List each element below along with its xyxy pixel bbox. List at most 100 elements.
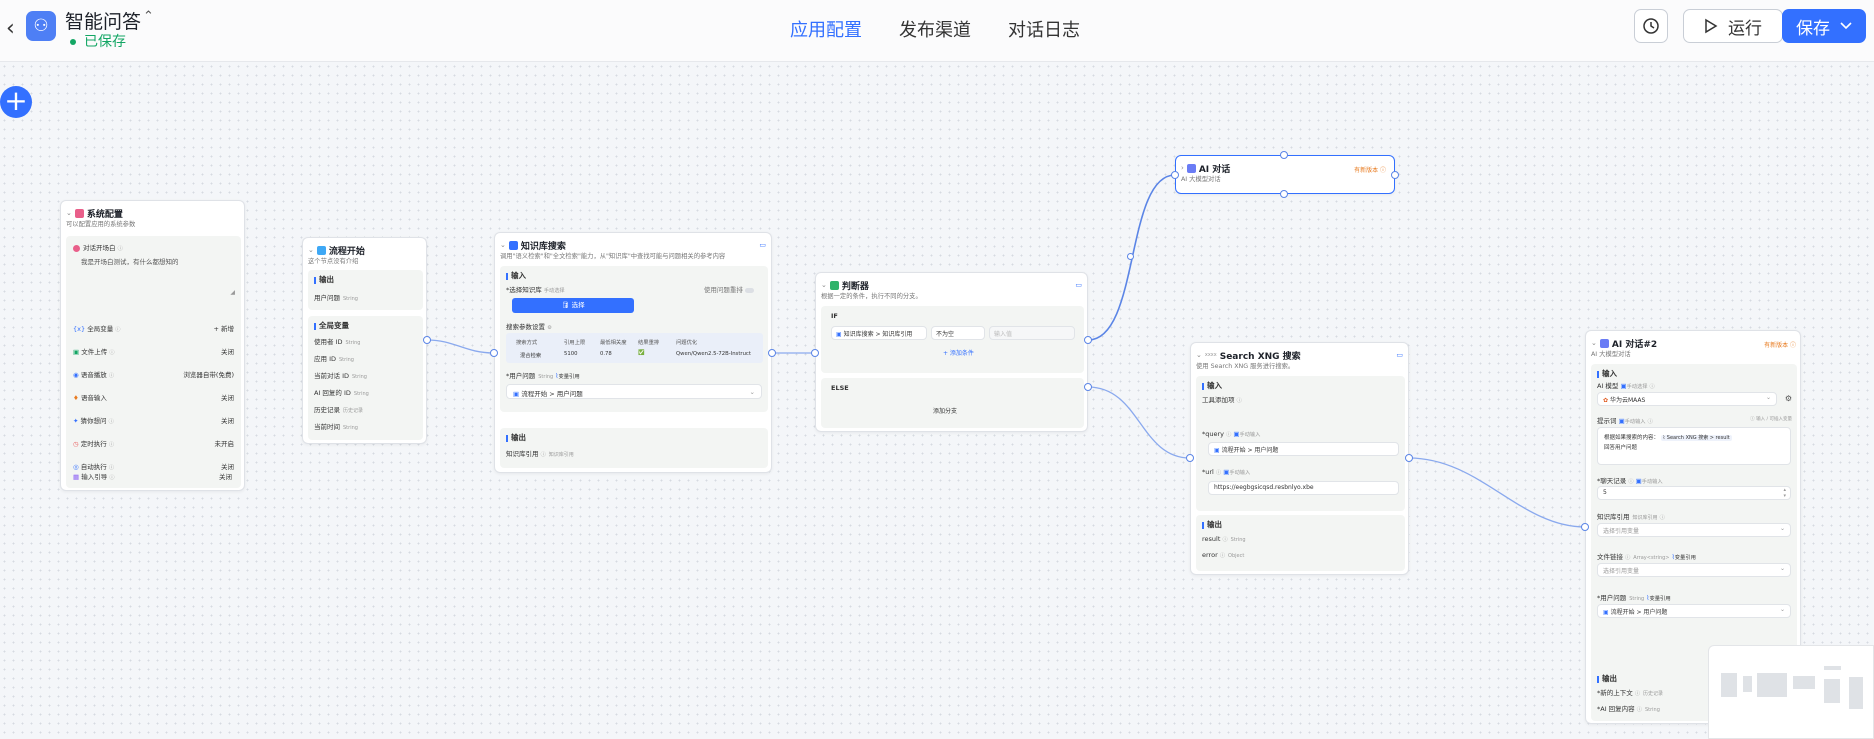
debug-icon[interactable]: ▭ <box>759 241 766 249</box>
chevron-down-icon: ⌄ <box>1779 565 1785 572</box>
port-flow-start-out[interactable] <box>423 336 431 344</box>
field-label: 聊天记录 <box>1600 477 1627 485</box>
tool-config-label: 工具添加项 ⓘ <box>1202 394 1242 404</box>
node-judge[interactable]: ⌄判断器▭ 根据一定的条件，执行不同的分支。 IF ▣ 知识库搜索 > 知识库引… <box>815 272 1088 432</box>
var-ref-tag[interactable]: 变量引用 <box>1674 555 1696 561</box>
node-header: ⌄ 系统配置 <box>66 207 239 220</box>
app-name[interactable]: 智能问答 <box>65 11 142 33</box>
sys-row-file-upload-value[interactable]: 关闭 <box>221 348 234 356</box>
history-button[interactable] <box>1634 9 1668 43</box>
debug-icon[interactable]: ▭ <box>1075 281 1082 289</box>
port-ai-chat-in[interactable] <box>1171 171 1179 179</box>
manual-tag[interactable]: 手动选择 <box>1626 384 1648 390</box>
resize-handle-icon[interactable]: ◢ <box>230 289 235 296</box>
prompt-variable-chip[interactable]: ⌇ Search XNG 搜索 > result <box>1660 435 1732 441</box>
tab-publish-channel[interactable]: 发布渠道 <box>899 20 971 41</box>
add-node-button[interactable]: + <box>0 86 32 118</box>
node-kb-search[interactable]: ⌄知识库搜索▭ 调用"语义检索"和"全文检索"能力，从"知识库"中查找可能与问题… <box>494 232 772 473</box>
manual-tag[interactable]: 手动输入 <box>1641 479 1663 485</box>
port-ai-chat-2-in[interactable] <box>1581 523 1589 531</box>
node-ai-chat[interactable]: ›AI 对话 AI 大模型对话 有新版本 ⓘ <box>1175 155 1395 194</box>
help-icon: ⓘ <box>1215 470 1222 476</box>
url-input[interactable]: https://eegbgsicqsd.resbnlyo.xbe <box>1208 481 1399 495</box>
th-limit: 引用上限 <box>564 340 586 346</box>
collapse-icon[interactable]: ⌄ <box>821 281 827 289</box>
port-ai-chat-top[interactable] <box>1280 151 1288 159</box>
add-condition-button[interactable]: + 添加条件 <box>943 350 974 357</box>
back-icon[interactable]: ‹ <box>6 16 15 41</box>
app-switch-icon[interactable]: ⌃ <box>143 9 154 24</box>
sys-row-voice-play-value[interactable]: 浏览器自带(免费) <box>183 371 234 379</box>
sys-row-auto-value[interactable]: 关闭 <box>221 463 234 471</box>
user-question-select[interactable]: ▣ 流程开始 > 用户问题⌄ <box>1597 604 1791 618</box>
edge-midpoint-handle[interactable] <box>1127 253 1134 260</box>
sys-row-global-var-value[interactable]: + 新增 <box>213 325 234 333</box>
var-ref-tag[interactable]: 变量引用 <box>1649 596 1671 602</box>
sys-row-timer-value[interactable]: 未开启 <box>214 440 235 448</box>
port-judge-if-out[interactable] <box>1084 336 1092 344</box>
collapse-icon[interactable]: ⌄ <box>1196 351 1202 359</box>
node-title: 系统配置 <box>86 209 123 220</box>
model-settings-icon[interactable]: ⚙ <box>1784 394 1792 403</box>
debug-icon[interactable]: ▭ <box>1396 351 1403 359</box>
manual-tag[interactable]: 手动输入 <box>1239 432 1261 438</box>
new-version-badge[interactable]: 有新版本 ⓘ <box>1354 167 1386 174</box>
model-select[interactable]: ✿ 华为云MAAS⌄ <box>1597 392 1777 406</box>
minimap[interactable] <box>1708 645 1874 739</box>
field-label: result <box>1202 535 1221 543</box>
manual-tag[interactable]: 手动输入 <box>1229 470 1251 476</box>
td-query-opt: Qwen/Qwen2.5-72B-Instruct <box>676 351 751 357</box>
user-question-select[interactable]: ▣ 流程开始 > 用户问题⌄ <box>506 384 762 399</box>
port-judge-in[interactable] <box>811 349 819 357</box>
prompt-textarea[interactable]: 根据如果搜索的内容： ⌇ Search XNG 搜索 > result 回答用户… <box>1597 427 1791 465</box>
collapse-icon[interactable]: ⌄ <box>1591 339 1597 347</box>
th-query-opt: 问题优化 <box>676 340 698 346</box>
manual-tag[interactable]: 手动输入 <box>1624 419 1646 425</box>
condition-operator-select[interactable]: 不为空 <box>931 326 985 340</box>
kb-ref-select[interactable]: 选择引用变量⌄ <box>1597 523 1791 537</box>
run-button[interactable]: 运行 <box>1683 9 1783 43</box>
condition-variable-select[interactable]: ▣ 知识库搜索 > 知识库引用 <box>831 326 927 340</box>
collapse-icon[interactable]: ⌄ <box>66 209 72 217</box>
tab-chat-logs[interactable]: 对话日志 <box>1008 20 1080 41</box>
settings-icon[interactable]: ⚙ <box>547 325 552 331</box>
opening-text[interactable]: 我是开场白测试，有什么都想知的 <box>81 258 179 266</box>
memory-stepper[interactable]: 5▴▾ <box>1597 486 1791 500</box>
port-kb-search-in[interactable] <box>490 349 498 357</box>
stepper-arrows-icon[interactable]: ▴▾ <box>1783 487 1786 499</box>
save-button[interactable]: 保存 <box>1782 9 1866 43</box>
node-system-config[interactable]: ⌄系统配置 可以配置应用的系统参数 对话开场白 ⓘ 我是开场白测试，有什么都想知… <box>60 200 245 491</box>
add-branch-button[interactable]: 添加分支 <box>933 408 958 415</box>
manual-tag[interactable]: 手动选择 <box>543 288 565 294</box>
port-kb-search-out[interactable] <box>768 349 776 357</box>
field-label: 用户问题 <box>1600 594 1627 602</box>
port-ai-chat-bottom[interactable] <box>1280 190 1288 198</box>
collapse-icon[interactable]: ⌄ <box>500 241 506 249</box>
toggle-switch[interactable] <box>745 287 754 293</box>
var-ref-tag[interactable]: 变量引用 <box>558 374 580 380</box>
minimap-node <box>1743 676 1752 692</box>
condition-value-input[interactable]: 输入值 <box>989 326 1075 340</box>
field-label: 文件链接 <box>1597 553 1623 561</box>
collapse-icon[interactable]: › <box>1181 164 1184 172</box>
file-link-select[interactable]: 选择引用变量⌄ <box>1597 563 1791 577</box>
sys-row-input-guide-value[interactable]: 关闭 <box>219 473 232 481</box>
tab-app-config[interactable]: 应用配置 <box>790 20 862 41</box>
node-ai-chat-2[interactable]: ⌄AI 对话#2 有新版本 ⓘ AI 大模型对话 输入 AI 模型 ▣手动选择 … <box>1585 330 1801 724</box>
collapse-icon[interactable]: ⌄ <box>308 246 314 254</box>
new-version-badge[interactable]: 有新版本 ⓘ <box>1764 342 1796 349</box>
sys-row-guess-value[interactable]: 关闭 <box>221 417 234 425</box>
sys-row-voice-input-value[interactable]: 关闭 <box>221 394 234 402</box>
select-kb-button[interactable]: 🛢 选择 <box>512 298 634 313</box>
port-searxng-out[interactable] <box>1405 454 1413 462</box>
query-input[interactable]: ▣ 流程开始 > 用户问题 <box>1208 442 1399 456</box>
manual-input-icon: ▣ <box>1223 468 1230 476</box>
port-judge-else-out[interactable] <box>1084 383 1092 391</box>
help-icon: ⓘ <box>1634 691 1641 697</box>
port-ai-chat-out[interactable] <box>1391 171 1399 179</box>
chevron-down-icon[interactable] <box>1840 22 1852 30</box>
port-searxng-in[interactable] <box>1186 454 1194 462</box>
ai-chat-icon <box>1186 163 1196 173</box>
